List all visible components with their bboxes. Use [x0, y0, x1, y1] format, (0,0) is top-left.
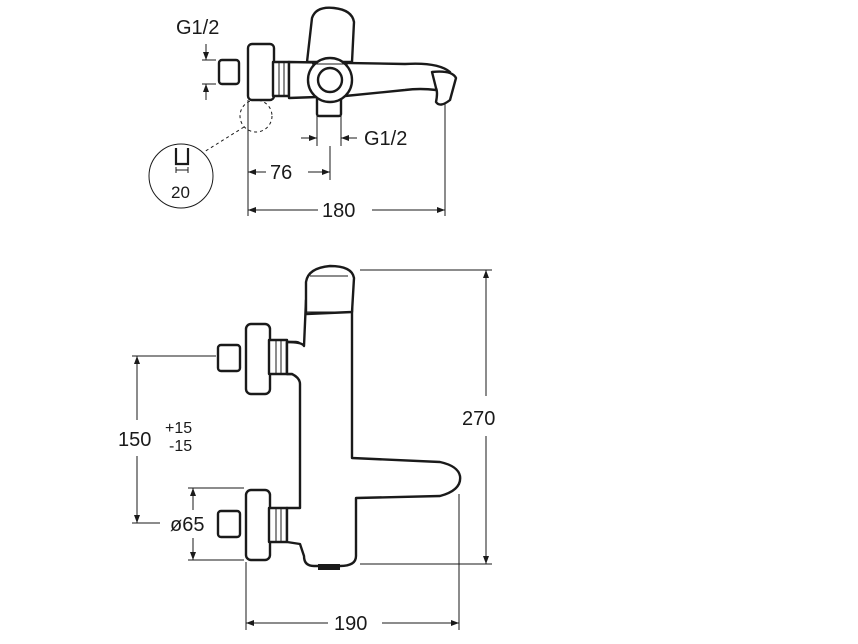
dim-270: 270: [462, 408, 495, 430]
front-lower-nut: [216, 509, 242, 539]
dim-150-tol-plus: +15: [165, 420, 192, 437]
front-upper-flange: [244, 322, 272, 396]
top-spout-tip: [430, 70, 458, 106]
thread-outlet-label: G1/2: [364, 128, 407, 150]
front-lower-connector: [267, 506, 289, 544]
dim-76: 76: [270, 162, 292, 184]
top-handle: [305, 6, 356, 64]
top-inlet-nut: [217, 58, 241, 86]
dim-diameter-65: ø65: [170, 514, 204, 536]
detail-value: 20: [171, 183, 190, 202]
detail-circle: [148, 143, 214, 209]
thread-inlet-label: G1/2: [176, 17, 219, 39]
top-connector: [271, 60, 291, 98]
dim-150-tol-minus: -15: [169, 438, 192, 455]
top-view: 20 G1/2 G1/2 76 180: [148, 6, 458, 222]
detail-symbol: [174, 148, 190, 166]
front-handle: [304, 264, 356, 316]
front-upper-nut: [216, 343, 242, 373]
front-upper-connector: [267, 338, 289, 376]
front-column: [285, 298, 462, 568]
top-detail-marker: [239, 99, 273, 133]
dim-190: 190: [334, 613, 367, 635]
dim-150: 150: [118, 429, 151, 451]
front-lower-flange: [244, 488, 272, 562]
front-view: 270 150 +15 -15 ø65 190: [118, 264, 495, 635]
dim-180: 180: [322, 200, 355, 222]
front-outlet: [318, 564, 340, 570]
top-wall-flange: [246, 42, 276, 102]
